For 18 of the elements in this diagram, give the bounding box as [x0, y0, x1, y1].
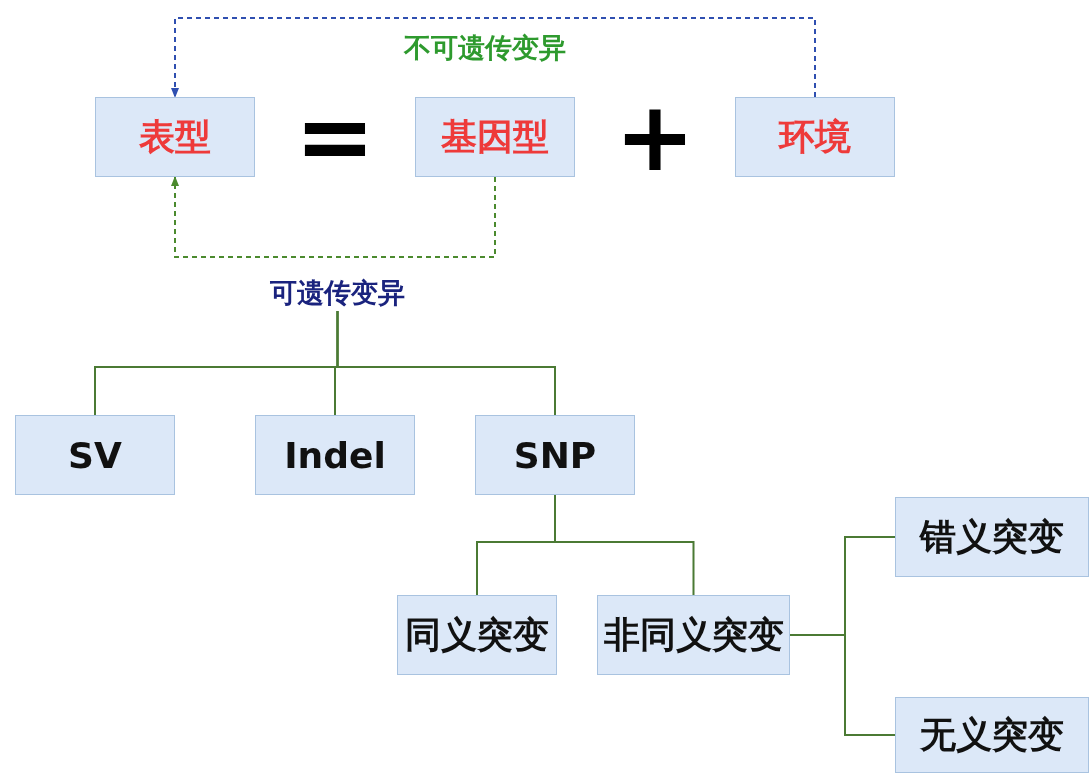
- term-box: 错义突变: [895, 497, 1089, 577]
- term-box: 表型: [95, 97, 255, 177]
- arrow: [171, 176, 496, 258]
- branch-heading: 可遗传变异: [255, 275, 420, 311]
- arrow: [171, 17, 816, 98]
- term-box: Indel: [255, 415, 415, 495]
- term-box: 环境: [735, 97, 895, 177]
- connector-line: [554, 494, 695, 596]
- term-box: 非同义突变: [597, 595, 790, 675]
- plus-sign: +: [614, 89, 696, 185]
- connector-line: [336, 310, 556, 416]
- equals-sign: =: [294, 89, 376, 185]
- term-box: SNP: [475, 415, 635, 495]
- connector-line: [789, 634, 896, 736]
- term-box: 同义突变: [397, 595, 557, 675]
- term-box: 无义突变: [895, 697, 1089, 773]
- term-box: SV: [15, 415, 175, 495]
- term-box: 基因型: [415, 97, 575, 177]
